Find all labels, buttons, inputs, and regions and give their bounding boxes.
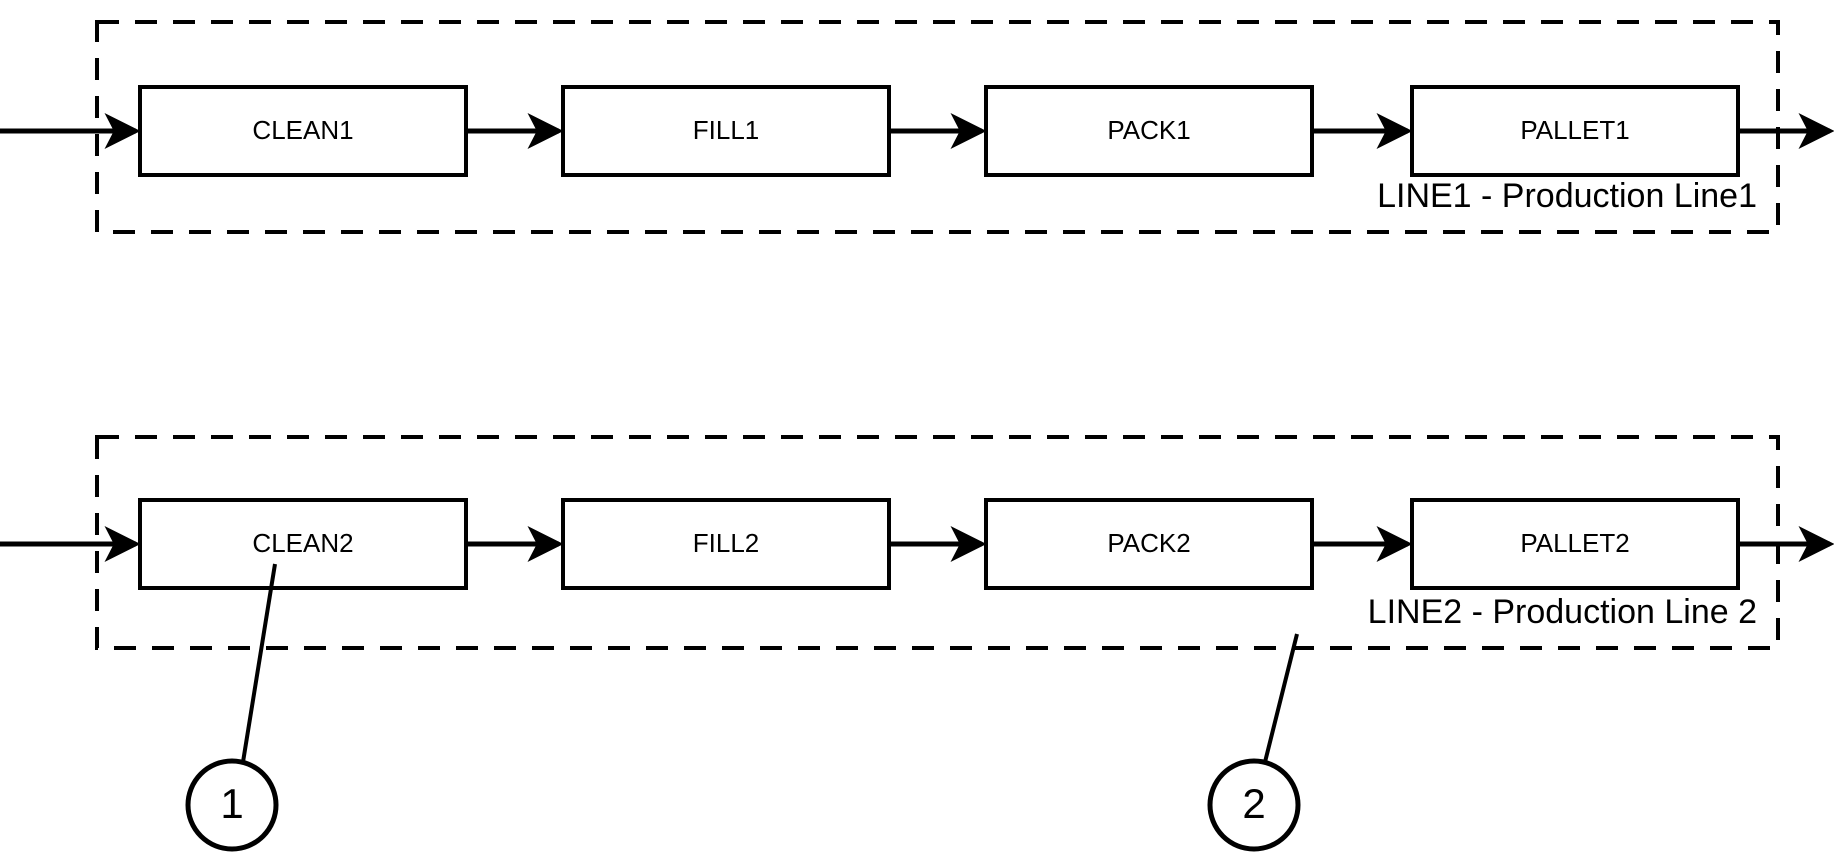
process-box-clean1[interactable]: CLEAN1 xyxy=(138,85,468,177)
process-box-fill2-label: FILL2 xyxy=(693,528,760,558)
process-box-pallet1-label: PALLET1 xyxy=(1520,115,1629,145)
callout-2-circle xyxy=(1207,758,1301,852)
process-box-clean2[interactable]: CLEAN2 xyxy=(138,498,468,590)
process-box-pack1-rect xyxy=(984,85,1314,177)
process-box-fill1[interactable]: FILL1 xyxy=(561,85,891,177)
group-label-line2: LINE2 - Production Line 2 xyxy=(1368,593,1757,631)
process-box-clean2-rect xyxy=(138,498,468,590)
process-box-pallet2-label: PALLET2 xyxy=(1520,528,1629,558)
group-line1[interactable]: CLEAN1 FILL1 PACK1 PALLET1 LIN xyxy=(0,20,1834,234)
group-boundary-line1 xyxy=(95,20,1780,234)
process-box-pallet2[interactable]: PALLET2 xyxy=(1410,498,1740,590)
callout-1-circle xyxy=(185,758,279,852)
process-box-pack1[interactable]: PACK1 xyxy=(984,85,1314,177)
group-line2[interactable]: CLEAN2 FILL2 PACK2 PALLET2 LIN xyxy=(0,435,1834,650)
process-box-pallet1-rect xyxy=(1410,85,1740,177)
process-box-pack2[interactable]: PACK2 xyxy=(984,498,1314,590)
process-box-fill1-rect xyxy=(561,85,891,177)
process-box-pallet1[interactable]: PALLET1 xyxy=(1410,85,1740,177)
callout-1-number: 1 xyxy=(220,780,243,827)
process-box-clean2-label: CLEAN2 xyxy=(252,528,353,558)
group-label-line1: LINE1 - Production Line1 xyxy=(1377,177,1757,215)
callout-2[interactable]: 2 xyxy=(1207,633,1301,852)
process-box-pack2-label: PACK2 xyxy=(1107,528,1190,558)
callout-1[interactable]: 1 xyxy=(185,563,279,852)
process-box-pallet2-rect xyxy=(1410,498,1740,590)
callout-2-number: 2 xyxy=(1242,780,1265,827)
process-box-clean1-label: CLEAN1 xyxy=(252,115,353,145)
process-box-fill1-label: FILL1 xyxy=(693,115,760,145)
callout-1-leader-line xyxy=(241,563,277,763)
callout-2-leader-line xyxy=(1263,633,1299,763)
process-box-pack1-label: PACK1 xyxy=(1107,115,1190,145)
process-box-fill2[interactable]: FILL2 xyxy=(561,498,891,590)
